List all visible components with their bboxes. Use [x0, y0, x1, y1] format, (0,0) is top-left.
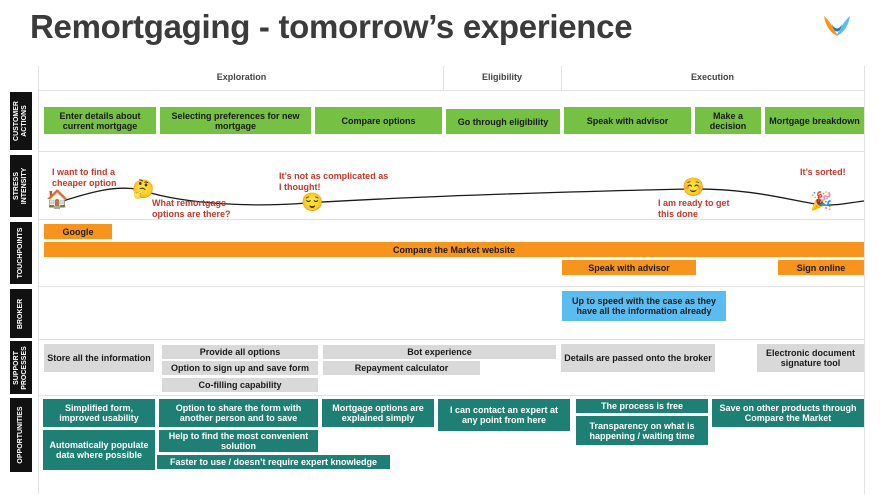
lane-broker: BROKER — [10, 289, 32, 338]
opportunity-box: Transparency on what is happening / wait… — [576, 416, 708, 445]
action-box: Compare options — [315, 107, 442, 134]
page-title: Remortgaging - tomorrow’s experience — [30, 8, 633, 45]
action-box: Speak with advisor — [564, 107, 691, 134]
grid-line — [38, 66, 39, 494]
opportunity-box: Save on other products through Compare t… — [712, 399, 864, 427]
action-box: Make a decision — [695, 107, 761, 134]
brand-logo-icon — [824, 16, 850, 36]
support-box: Electronic document signature tool — [757, 344, 864, 372]
grid-line — [561, 66, 562, 90]
grid-line — [38, 151, 864, 152]
stress-curve — [49, 187, 865, 206]
lane-label: SUPPORT PROCESSES — [13, 345, 28, 390]
support-box: Option to sign up and save form — [162, 361, 318, 375]
smiling-emoji-icon: ☺️ — [682, 177, 705, 197]
thought-text: It’s not as complicated as I thought! — [279, 171, 389, 192]
thinking-emoji-icon: 🤔 — [132, 179, 155, 199]
grid-line — [38, 286, 864, 287]
touchpoint-box: Sign online — [778, 260, 864, 275]
lane-support-processes: SUPPORT PROCESSES — [10, 341, 32, 394]
opportunity-box: Mortgage options are explained simply — [322, 399, 434, 427]
opportunity-box: Automatically populate data where possib… — [43, 430, 155, 470]
thought-text: I want to find a cheaper option — [52, 167, 117, 188]
lane-stress-intensity: STRESS INTENSITY — [10, 155, 32, 217]
support-box: Details are passed onto the broker — [561, 344, 715, 372]
grid-line — [443, 66, 444, 90]
broker-box: Up to speed with the case as they have a… — [562, 291, 726, 321]
touchpoint-box: Speak with advisor — [562, 260, 696, 275]
grid-line — [38, 339, 864, 340]
touchpoint-box: Google — [44, 224, 112, 239]
opportunity-box: Option to share the form with another pe… — [159, 399, 318, 427]
thought-text: It’s sorted! — [800, 167, 846, 177]
opportunity-box: I can contact an expert at any point fro… — [438, 399, 570, 431]
action-box: Go through eligibility — [446, 109, 560, 134]
lane-label: CUSTOMER ACTIONS — [13, 101, 28, 141]
relieved-emoji-icon: 😌 — [301, 192, 324, 212]
grid-line — [864, 66, 865, 494]
support-box: Provide all options — [162, 345, 318, 359]
lane-label: OPPORTUNITIES — [17, 406, 24, 464]
opportunity-box: Simplified form, improved usability — [43, 399, 155, 427]
opportunity-box: Help to find the most convenient solutio… — [159, 430, 318, 452]
support-box: Repayment calculator — [323, 361, 480, 375]
grid-line — [38, 395, 864, 396]
lane-label: BROKER — [17, 298, 24, 329]
opportunity-box: Faster to use / doesn’t require expert k… — [157, 455, 390, 469]
lane-label: TOUCHPOINTS — [17, 227, 24, 279]
lane-label: STRESS INTENSITY — [13, 167, 28, 205]
support-box: Store all the information — [44, 344, 154, 372]
action-box: Mortgage breakdown — [765, 107, 864, 134]
lane-touchpoints: TOUCHPOINTS — [10, 222, 32, 284]
phase-exploration: Exploration — [216, 72, 267, 82]
action-box: Enter details about current mortgage — [44, 107, 156, 134]
lane-customer-actions: CUSTOMER ACTIONS — [10, 92, 32, 150]
house-emoji-icon: 🏠 — [46, 189, 69, 209]
grid-line — [38, 90, 864, 91]
phase-eligibility: Eligibility — [481, 72, 522, 82]
lane-opportunities: OPPORTUNITIES — [10, 398, 32, 472]
grid-line — [38, 219, 864, 220]
thought-text: I am ready to get this done — [658, 198, 730, 219]
thought-text: What remortgage options are there? — [152, 198, 231, 219]
action-box: Selecting preferences for new mortgage — [160, 107, 311, 134]
phase-execution: Execution — [690, 72, 734, 82]
support-box: Co-filling capability — [162, 378, 318, 392]
opportunity-box: The process is free — [576, 399, 708, 413]
support-box: Bot experience — [323, 345, 556, 359]
touchpoint-box: Compare the Market website — [44, 242, 864, 257]
party-emoji-icon: 🎉 — [810, 191, 833, 211]
